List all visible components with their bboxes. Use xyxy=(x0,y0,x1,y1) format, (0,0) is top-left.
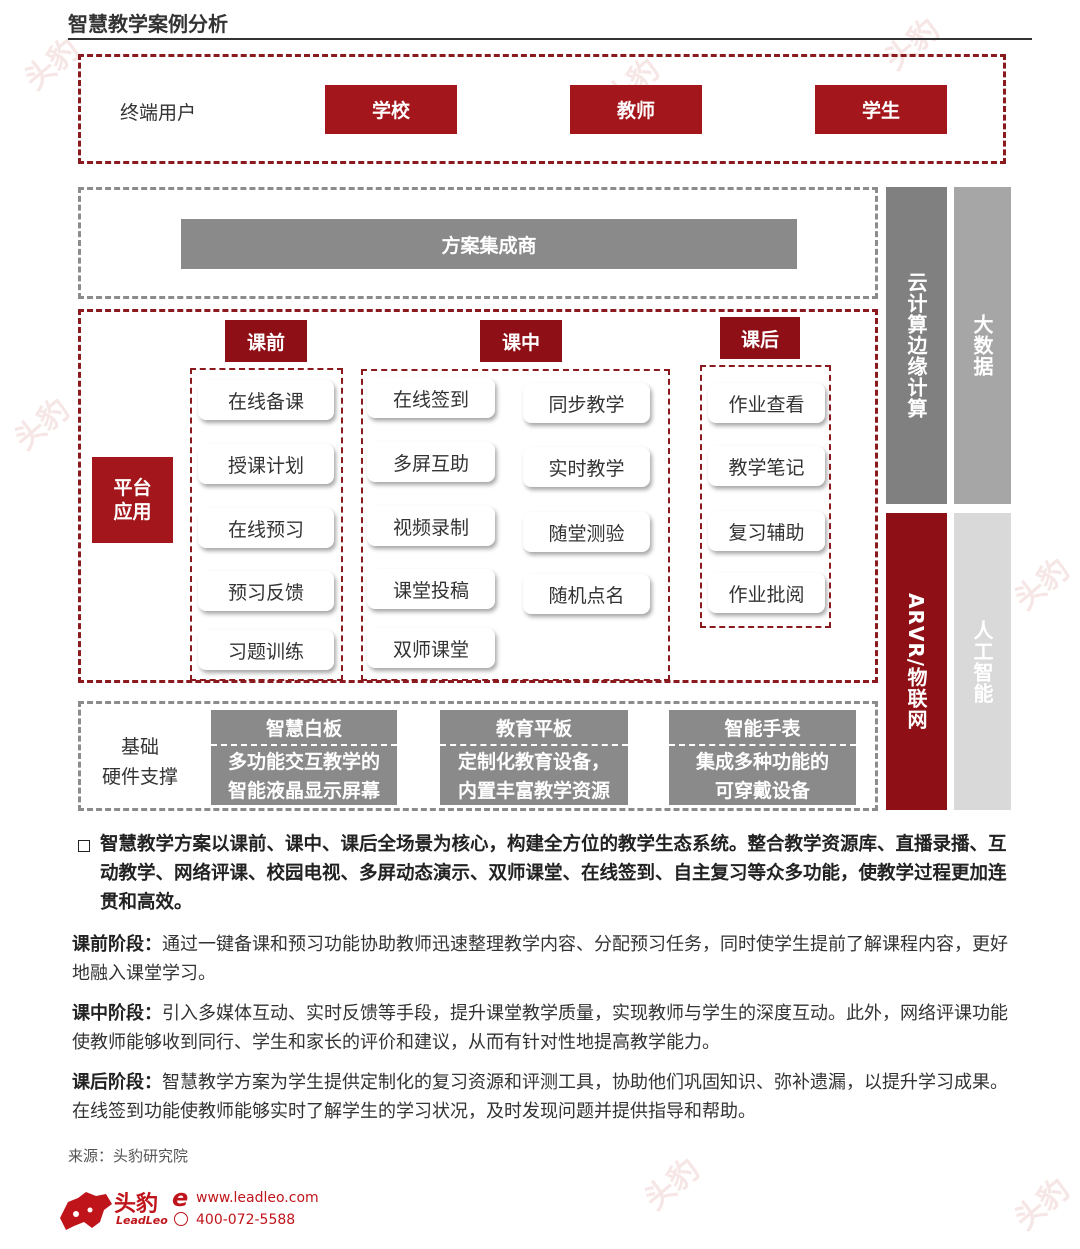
hardware-card-title: 智能手表 xyxy=(669,710,856,746)
hardware-card: 教育平板 定制化教育设备， 内置丰富教学资源 xyxy=(440,710,628,805)
watermark: 头豹 xyxy=(8,391,77,458)
user-student-box: 学生 xyxy=(815,85,947,134)
stage-text: 引入多媒体互动、实时反馈等手段，提升课堂教学质量，实现教师与学生的深度互动。此外… xyxy=(72,1003,1008,1053)
footer-url[interactable]: www.leadleo.com xyxy=(196,1190,319,1206)
after-item: 复习辅助 xyxy=(708,511,825,551)
hardware-card-line: 集成多种功能的 xyxy=(695,751,829,773)
source-note: 来源：头豹研究院 xyxy=(68,1147,189,1165)
stage-text: 通过一键备课和预习功能协助教师迅速整理教学内容、分配预习任务，同时使学生提前了解… xyxy=(72,934,1008,984)
hardware-card-line: 智能液晶显示屏幕 xyxy=(227,780,380,802)
before-class-header: 课前 xyxy=(225,320,307,362)
end-users-panel xyxy=(78,54,1006,164)
after-class-group xyxy=(700,365,831,628)
during-item: 同步教学 xyxy=(523,383,650,423)
hardware-card-line: 多功能交互教学的 xyxy=(227,751,380,773)
arvr-iot-column: ARVR/物联网 xyxy=(886,513,947,810)
during-class-header: 课中 xyxy=(480,320,562,362)
stage-text: 智慧教学方案为学生提供定制化的复习资源和评测工具，协助他们巩固知识、弥补遗漏，以… xyxy=(72,1072,1008,1122)
before-item: 在线预习 xyxy=(198,508,334,548)
stage-label: 课前阶段： xyxy=(72,934,162,955)
cloud-computing-label: 云计算边缘计算 xyxy=(904,272,928,419)
during-item: 双师课堂 xyxy=(367,628,495,668)
watermark: 头豹 xyxy=(1008,551,1077,618)
platform-label-line1: 平台 xyxy=(113,477,152,499)
before-item: 习题训练 xyxy=(198,630,334,670)
footer: 头豹 LeadLeo e www.leadleo.com 400-072-558… xyxy=(56,1184,336,1236)
hardware-card-body: 多功能交互教学的 智能液晶显示屏幕 xyxy=(211,746,397,806)
after-class-header: 课后 xyxy=(720,317,800,359)
hardware-card-line: 可穿戴设备 xyxy=(714,780,810,802)
footer-phone: 400-072-5588 xyxy=(196,1212,296,1228)
after-item: 教学笔记 xyxy=(708,446,825,486)
before-item: 授课计划 xyxy=(198,444,334,484)
stage-before-paragraph: 课前阶段：通过一键备课和预习功能协助教师迅速整理教学内容、分配预习任务，同时使学… xyxy=(72,930,1012,988)
hardware-label: 基础 硬件支撑 xyxy=(98,732,182,792)
during-item: 随堂测验 xyxy=(523,512,650,552)
platform-panel xyxy=(78,309,878,683)
before-class-group xyxy=(190,368,343,681)
phone-icon xyxy=(174,1212,188,1226)
hardware-card-title: 教育平板 xyxy=(440,710,628,746)
page-title: 智慧教学案例分析 xyxy=(68,12,228,36)
hardware-card: 智能手表 集成多种功能的 可穿戴设备 xyxy=(669,710,856,805)
stage-label: 课中阶段： xyxy=(72,1003,162,1024)
title-divider xyxy=(68,38,1032,40)
ai-label: 人工智能 xyxy=(970,619,994,704)
before-item: 在线备课 xyxy=(198,380,334,420)
hardware-label-line1: 基础 xyxy=(120,736,159,758)
user-teacher-box: 教师 xyxy=(570,85,702,134)
before-item: 预习反馈 xyxy=(198,571,334,611)
platform-label: 平台 应用 xyxy=(92,457,173,543)
end-users-label: 终端用户 xyxy=(120,102,197,124)
hardware-card-body: 定制化教育设备， 内置丰富教学资源 xyxy=(440,746,628,806)
leopard-logo-icon xyxy=(60,1192,112,1230)
platform-label-line2: 应用 xyxy=(113,501,152,523)
during-class-group xyxy=(361,369,670,681)
watermark: 头豹 xyxy=(638,1151,707,1218)
watermark: 头豹 xyxy=(1008,1171,1077,1238)
ai-column: 人工智能 xyxy=(954,513,1011,810)
hardware-panel xyxy=(78,701,878,811)
big-data-column: 大数据 xyxy=(954,187,1011,504)
stage-after-paragraph: 课后阶段：智慧教学方案为学生提供定制化的复习资源和评测工具，协助他们巩固知识、弥… xyxy=(72,1068,1012,1126)
footer-brand: 头豹 xyxy=(114,1192,159,1217)
during-item: 随机点名 xyxy=(523,574,650,614)
stage-during-paragraph: 课中阶段：引入多媒体互动、实时反馈等手段，提升课堂教学质量，实现教师与学生的深度… xyxy=(72,999,1012,1057)
during-item: 实时教学 xyxy=(523,447,650,487)
hardware-label-line2: 硬件支撑 xyxy=(101,766,178,788)
footer-brand-sub: LeadLeo xyxy=(116,1214,168,1227)
big-data-label: 大数据 xyxy=(970,314,994,377)
summary-bullet: 智慧教学方案以课前、课中、课后全场景为核心，构建全方位的教学生态系统。整合教学资… xyxy=(100,834,1007,913)
after-item: 作业查看 xyxy=(708,383,825,423)
after-item: 作业批阅 xyxy=(708,573,825,613)
hardware-card-body: 集成多种功能的 可穿戴设备 xyxy=(669,746,856,806)
hardware-card-line: 内置丰富教学资源 xyxy=(457,780,610,802)
e-icon: e xyxy=(172,1184,189,1212)
checkbox-bullet-icon xyxy=(74,836,94,856)
integrator-bar: 方案集成商 xyxy=(181,219,797,269)
during-item: 视频录制 xyxy=(367,506,495,546)
during-item: 多屏互助 xyxy=(367,442,495,482)
hardware-card-title: 智慧白板 xyxy=(211,710,397,746)
hardware-card: 智慧白板 多功能交互教学的 智能液晶显示屏幕 xyxy=(211,710,397,805)
user-school-box: 学校 xyxy=(325,85,457,134)
stage-label: 课后阶段： xyxy=(72,1072,162,1093)
integrator-panel xyxy=(78,187,878,299)
arvr-iot-label: ARVR/物联网 xyxy=(904,592,928,731)
during-item: 课堂投稿 xyxy=(367,569,495,609)
during-item: 在线签到 xyxy=(367,378,495,418)
cloud-computing-column: 云计算边缘计算 xyxy=(886,187,947,504)
hardware-card-line: 定制化教育设备， xyxy=(457,751,610,773)
